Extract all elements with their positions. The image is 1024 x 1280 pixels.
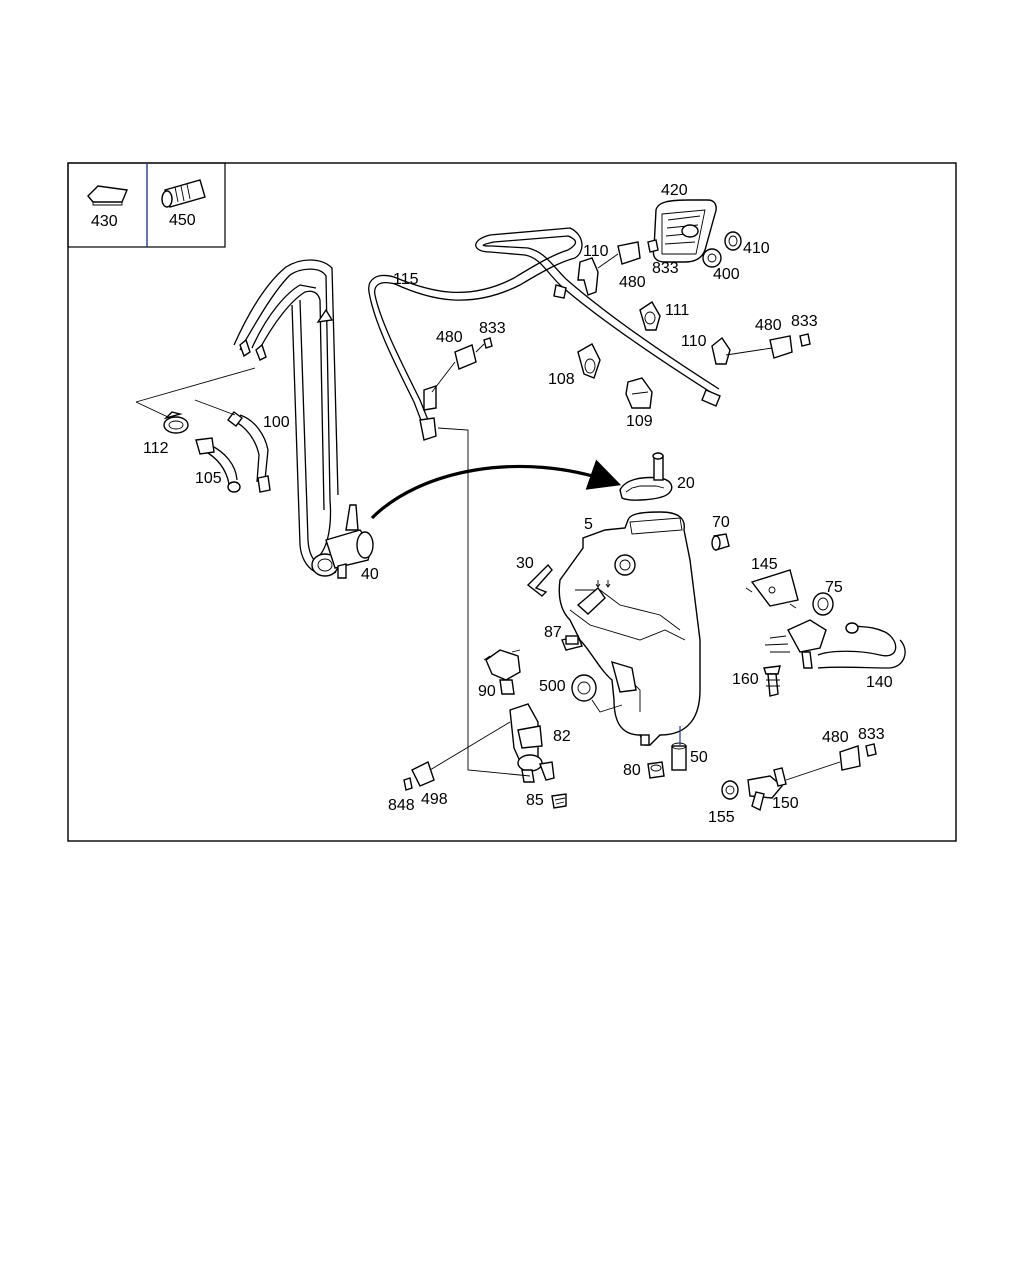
label-100: 100 — [263, 414, 290, 431]
label-400: 400 — [713, 266, 740, 283]
clip-108 — [577, 343, 601, 379]
label-105: 105 — [195, 470, 222, 487]
label-50: 50 — [690, 749, 708, 766]
legend-label-430: 430 — [91, 213, 118, 230]
label-115: 115 — [393, 271, 419, 288]
clip-110-upper — [577, 239, 659, 296]
label-87: 87 — [544, 624, 562, 641]
left-hose-assembly — [135, 259, 374, 579]
label-5: 5 — [584, 516, 593, 533]
bracket-30 — [526, 563, 553, 597]
hose-sleeve-icon — [161, 179, 206, 208]
label-500: 500 — [539, 678, 566, 695]
label-145: 145 — [751, 556, 778, 573]
leader-hose-to-pump — [437, 427, 531, 777]
filler-cap-20 — [619, 452, 673, 501]
bracket-145 — [745, 569, 799, 609]
diagram-frame — [67, 162, 957, 842]
clip-111 — [639, 301, 661, 331]
legend-box: 430 450 — [67, 162, 226, 248]
clip-109 — [625, 377, 653, 409]
connector-150-155 — [721, 743, 877, 812]
label-90: 90 — [478, 683, 496, 700]
label-110-right: 110 — [681, 333, 707, 350]
grommet-70 — [711, 533, 730, 551]
label-108: 108 — [548, 371, 575, 388]
label-155: 155 — [708, 809, 735, 826]
grommet-80 — [647, 761, 665, 779]
label-833-lower: 833 — [858, 726, 885, 743]
label-480-lower: 480 — [822, 729, 849, 746]
connector-480-833-upper-left — [431, 337, 493, 393]
pump-holder-90 — [483, 649, 521, 695]
label-420: 420 — [661, 182, 688, 199]
label-140: 140 — [866, 674, 893, 691]
label-480-right: 480 — [755, 317, 782, 334]
label-80: 80 — [623, 762, 641, 779]
label-70: 70 — [712, 514, 730, 531]
label-848: 848 — [388, 797, 415, 814]
label-20: 20 — [677, 475, 695, 492]
grommet-500 — [571, 674, 623, 713]
connector-848-498 — [403, 721, 511, 791]
label-30: 30 — [516, 555, 534, 572]
label-160: 160 — [732, 671, 759, 688]
label-75: 75 — [825, 579, 843, 596]
filler-neck-140 — [764, 619, 906, 669]
label-480-upper: 480 — [619, 274, 646, 291]
label-480-left: 480 — [436, 329, 463, 346]
legend-label-450: 450 — [169, 212, 196, 229]
grommet-75 — [812, 592, 834, 616]
reservoir-cover-420 — [652, 199, 742, 268]
label-110-upper: 110 — [583, 243, 609, 260]
hose-115 — [368, 227, 721, 441]
label-498: 498 — [421, 791, 448, 808]
grommet-85 — [551, 793, 567, 809]
assembly-arrow — [370, 459, 622, 520]
label-85: 85 — [526, 792, 544, 809]
label-833-left: 833 — [479, 320, 506, 337]
washer-reservoir-5 — [558, 511, 701, 746]
push-pin-160 — [763, 665, 781, 697]
label-833-upper: 833 — [652, 260, 679, 277]
clip-110-right — [711, 333, 811, 365]
washer-pump-82 — [509, 703, 555, 783]
label-112: 112 — [143, 440, 169, 457]
label-150: 150 — [772, 795, 799, 812]
nut-87 — [561, 635, 583, 651]
label-111: 111 — [665, 302, 689, 319]
gasket-pad-icon — [87, 185, 128, 206]
label-40: 40 — [361, 566, 379, 583]
label-109: 109 — [626, 413, 653, 430]
label-410: 410 — [743, 240, 770, 257]
label-833-right: 833 — [791, 313, 818, 330]
level-sensor-50 — [671, 726, 687, 771]
label-82: 82 — [553, 728, 571, 745]
